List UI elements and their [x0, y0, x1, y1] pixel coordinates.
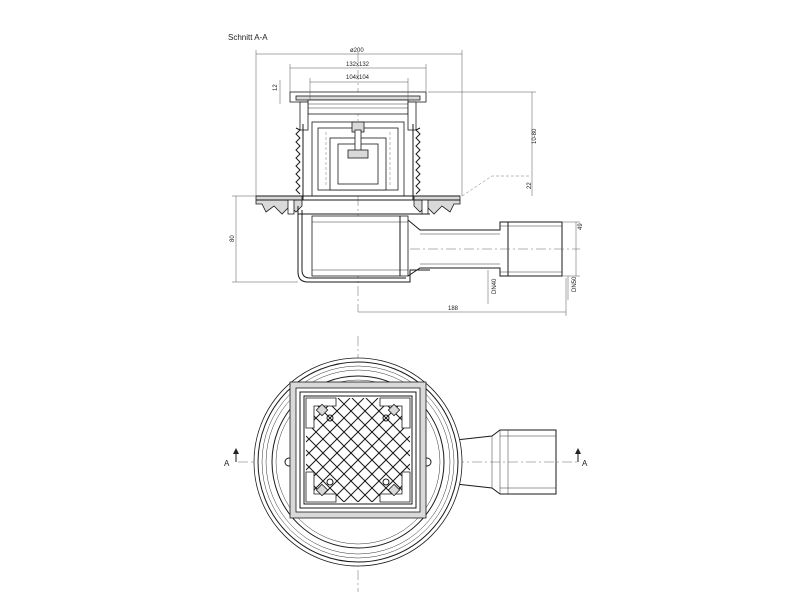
plan-view: A A [224, 336, 588, 592]
section-marker-left: A [224, 448, 239, 468]
section-marker-right: A [575, 448, 588, 468]
dim-frame-size: 132x132 [346, 62, 370, 68]
grate-corner-brackets [305, 397, 411, 503]
dim-grate-size: 104x104 [346, 75, 370, 81]
dim-flange-offset: 22 [527, 182, 533, 189]
label-dn-inner: DN40 [492, 278, 498, 294]
dim-outer-diameter: ø200 [350, 48, 364, 54]
label-dn-outer: DN50 [572, 276, 578, 292]
section-marker-right-label: A [582, 459, 588, 468]
dim-height-adjust: 10-80 [532, 128, 538, 144]
section-view: ø200 132x132 104x104 12 10-80 22 80 49 [230, 48, 584, 316]
dim-grate-thickness: 12 [273, 84, 279, 91]
section-title: Schnitt A-A [228, 33, 268, 42]
dim-outlet-height: 49 [578, 223, 584, 230]
dim-outlet-length: 188 [448, 306, 459, 312]
dim-body-height: 80 [230, 235, 236, 242]
section-marker-left-label: A [224, 459, 230, 468]
